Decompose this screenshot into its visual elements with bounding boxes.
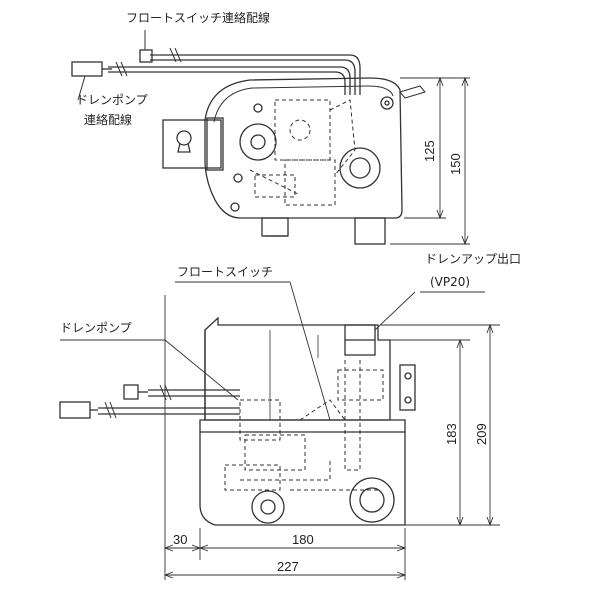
dim-227: 227 bbox=[277, 559, 299, 574]
drain-pump-connector bbox=[71, 61, 103, 77]
dim-150: 150 bbox=[448, 153, 463, 175]
dim-183: 183 bbox=[444, 423, 459, 445]
dim-125: 125 bbox=[422, 140, 437, 162]
front-view-base bbox=[199, 419, 406, 526]
float-switch-wiring-label: フロートスイッチ連絡配線 bbox=[126, 10, 270, 25]
drain-pump-wiring-label-line1: ドレンポンプ bbox=[76, 93, 148, 107]
dim-209: 209 bbox=[474, 423, 489, 445]
vp20-label: (VP20) bbox=[430, 275, 470, 289]
front-pump-connector bbox=[59, 401, 91, 419]
dim-30: 30 bbox=[173, 532, 187, 547]
drain-up-outlet-label: ドレンアップ出口 bbox=[425, 252, 521, 266]
front-view-tank bbox=[204, 316, 391, 421]
float-switch-label: フロートスイッチ bbox=[177, 265, 273, 279]
top-view-bracket bbox=[162, 119, 222, 169]
drain-pump-label: ドレンポンプ bbox=[60, 321, 132, 335]
dim-180: 180 bbox=[292, 532, 314, 547]
float-switch-connector bbox=[139, 49, 153, 63]
top-view-body bbox=[204, 77, 403, 219]
top-view-drawing bbox=[71, 30, 470, 246]
keyhole-icon bbox=[176, 130, 192, 146]
front-float-connector bbox=[123, 384, 139, 400]
drain-pump-wiring-label-line2: 連絡配線 bbox=[84, 112, 132, 127]
front-view-drawing bbox=[59, 281, 500, 580]
